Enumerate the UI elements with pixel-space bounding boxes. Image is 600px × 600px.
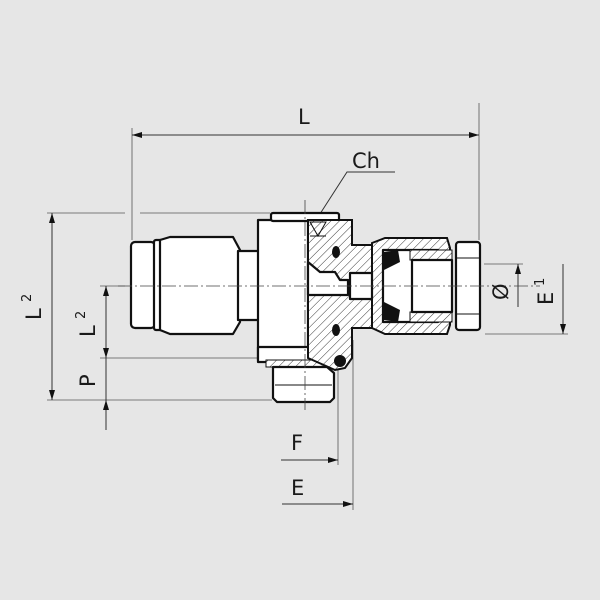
label-E1: E 1 — [533, 278, 558, 305]
body — [256, 218, 310, 362]
svg-text:2: 2 — [20, 294, 35, 302]
label-L: L — [298, 105, 310, 129]
svg-text:1: 1 — [533, 278, 548, 286]
label-L2-inner: L 2 — [74, 311, 100, 337]
label-P: P — [76, 374, 100, 387]
svg-text:2: 2 — [74, 311, 89, 319]
label-E: E — [291, 476, 304, 500]
label-diameter: Ø — [489, 283, 513, 300]
push-in-sleeve — [158, 235, 242, 336]
svg-text:P: P — [76, 374, 100, 387]
dimension-lines — [49, 132, 566, 507]
svg-text:E: E — [534, 292, 558, 305]
label-Ch: Ch — [352, 149, 380, 173]
dimension-labels: L Ch L 2 L 2 P F E Ø E 1 — [20, 105, 558, 500]
svg-text:Ø: Ø — [489, 283, 513, 300]
label-F: F — [291, 431, 303, 455]
ch-leader — [317, 171, 395, 218]
fitting-body — [118, 200, 540, 410]
svg-text:L: L — [22, 308, 46, 320]
label-L2-outer: L 2 — [20, 294, 46, 320]
collet-ring — [129, 240, 157, 330]
svg-text:L: L — [76, 325, 100, 337]
